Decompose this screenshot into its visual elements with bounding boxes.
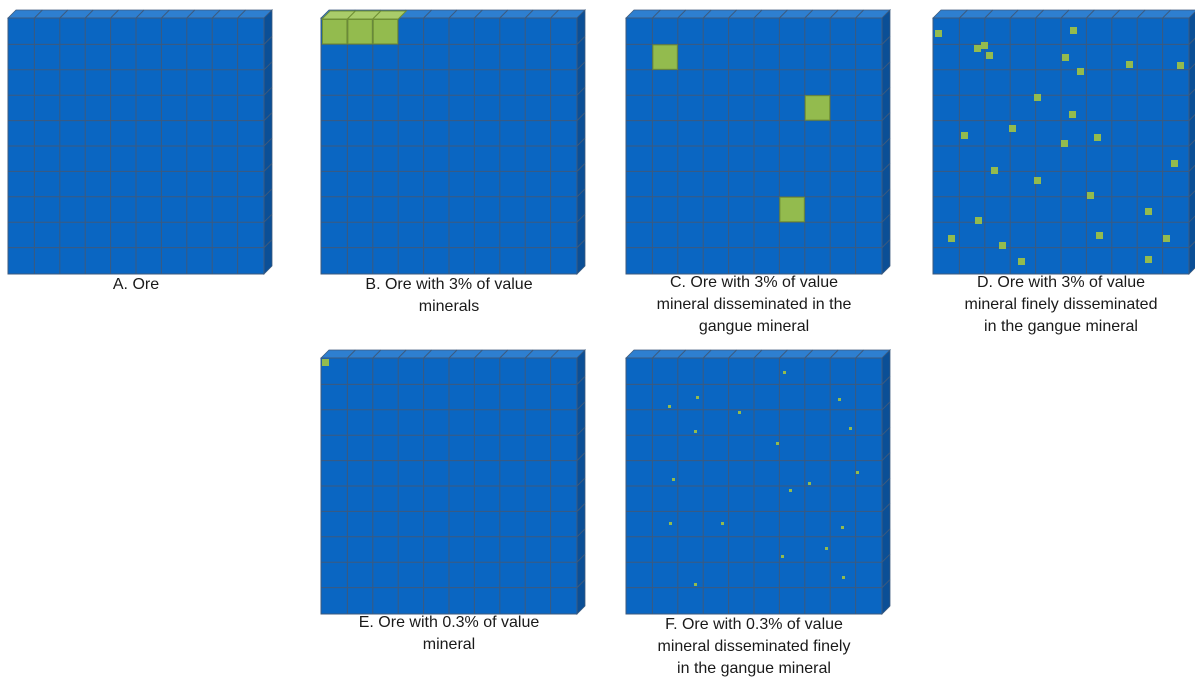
value-mineral-grain — [789, 489, 792, 492]
value-mineral-grain — [841, 526, 844, 529]
ore-cube-c — [626, 10, 891, 270]
value-mineral-block — [780, 197, 804, 221]
value-mineral-grain — [825, 547, 828, 550]
value-mineral-grain — [781, 555, 784, 558]
caption-f-line-3: in the gangue mineral — [626, 658, 882, 680]
caption-e: E. Ore with 0.3% of value mineral — [321, 612, 577, 656]
cube-top-face — [933, 10, 1195, 18]
value-mineral-grain — [1061, 140, 1068, 147]
value-mineral-block — [348, 20, 372, 44]
value-mineral-grain — [1126, 61, 1133, 68]
value-mineral-grain — [849, 427, 852, 430]
caption-c-line-3: gangue mineral — [626, 316, 882, 338]
value-mineral-grain — [1171, 160, 1178, 167]
value-mineral-grain — [1034, 177, 1041, 184]
value-mineral-grain — [776, 442, 779, 445]
value-mineral-block — [323, 20, 347, 44]
value-mineral-grain — [842, 576, 845, 579]
value-mineral-grain — [1034, 94, 1041, 101]
value-mineral-block — [373, 20, 397, 44]
ore-cube-e — [321, 350, 586, 610]
caption-d-line-3: in the gangue mineral — [933, 316, 1189, 338]
caption-b-line-1: B. Ore with 3% of value — [321, 274, 577, 296]
value-mineral-grain — [783, 371, 786, 374]
value-mineral-grain — [1087, 192, 1094, 199]
caption-e-line-2: mineral — [321, 634, 577, 656]
value-mineral-block — [653, 45, 677, 69]
ore-cube-a — [8, 10, 273, 270]
ore-cube-d — [933, 10, 1195, 270]
caption-a: A. Ore — [8, 274, 264, 296]
caption-b: B. Ore with 3% of value minerals — [321, 274, 577, 318]
value-mineral-grain — [1009, 125, 1016, 132]
value-mineral-grain — [1163, 235, 1170, 242]
value-mineral-grain — [672, 478, 675, 481]
value-mineral-grain — [808, 482, 811, 485]
caption-d-line-2: mineral finely disseminated — [933, 294, 1189, 316]
value-mineral-block — [805, 96, 829, 120]
value-mineral-grain — [986, 52, 993, 59]
caption-d: D. Ore with 3% of value mineral finely d… — [933, 272, 1189, 338]
value-mineral-grain — [668, 405, 671, 408]
caption-d-line-1: D. Ore with 3% of value — [933, 272, 1189, 294]
value-mineral-grain — [1177, 62, 1184, 69]
ore-cube-b — [321, 10, 586, 270]
value-mineral-grain — [696, 396, 699, 399]
value-mineral-grain — [856, 471, 859, 474]
caption-f-line-2: mineral disseminated finely — [626, 636, 882, 658]
value-mineral-grain — [1018, 258, 1025, 265]
caption-c-line-2: mineral disseminated in the — [626, 294, 882, 316]
ore-cube-f — [626, 350, 891, 610]
caption-a-line-1: A. Ore — [8, 274, 264, 296]
cube-side-face — [1189, 10, 1195, 274]
caption-c-line-1: C. Ore with 3% of value — [626, 272, 882, 294]
value-mineral-grain — [694, 430, 697, 433]
value-mineral-grain — [738, 411, 741, 414]
value-mineral-grain — [1062, 54, 1069, 61]
value-mineral-grain — [948, 235, 955, 242]
value-mineral-grain — [1077, 68, 1084, 75]
value-mineral-grain — [1094, 134, 1101, 141]
caption-f: F. Ore with 0.3% of value mineral dissem… — [626, 614, 882, 680]
value-mineral-grain — [1069, 111, 1076, 118]
value-mineral-grain — [1070, 27, 1077, 34]
caption-b-line-2: minerals — [321, 296, 577, 318]
value-mineral-grain — [694, 583, 697, 586]
value-mineral-grain — [975, 217, 982, 224]
value-mineral-grain — [1145, 256, 1152, 263]
value-mineral-grain — [999, 242, 1006, 249]
value-mineral-grain — [322, 359, 329, 366]
value-mineral-grain — [838, 398, 841, 401]
value-mineral-grain — [1145, 208, 1152, 215]
caption-e-line-1: E. Ore with 0.3% of value — [321, 612, 577, 634]
caption-c: C. Ore with 3% of value mineral dissemin… — [626, 272, 882, 338]
value-mineral-grain — [935, 30, 942, 37]
value-mineral-grain — [1096, 232, 1103, 239]
value-mineral-grain — [669, 522, 672, 525]
value-mineral-grain — [981, 42, 988, 49]
value-mineral-grain — [961, 132, 968, 139]
value-mineral-grain — [991, 167, 998, 174]
value-mineral-grain — [974, 45, 981, 52]
caption-f-line-1: F. Ore with 0.3% of value — [626, 614, 882, 636]
value-mineral-grain — [721, 522, 724, 525]
